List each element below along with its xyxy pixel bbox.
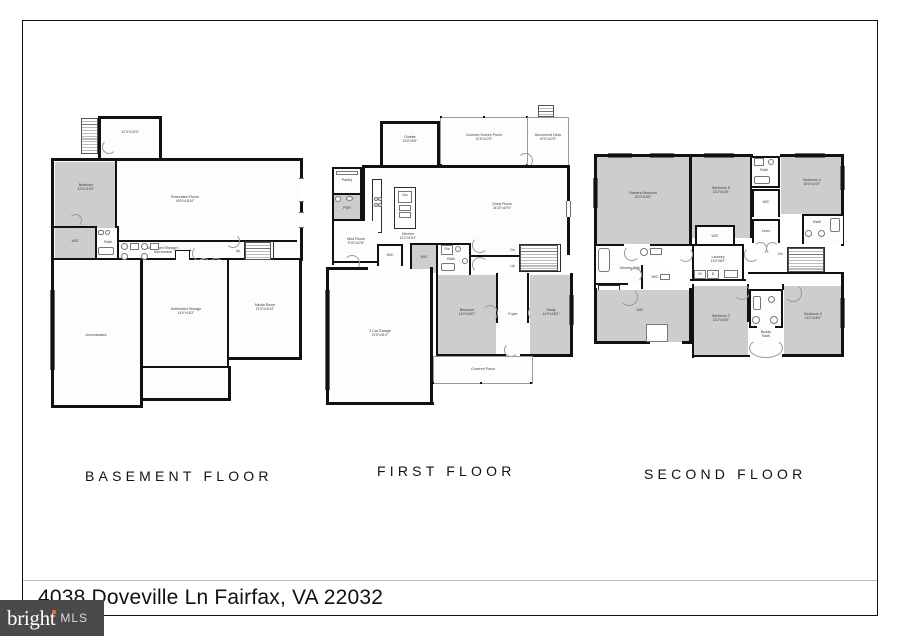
basement-mechanical-label: Unfinished Storage / Mechanical — [146, 246, 180, 255]
second-bedroom3-label: Bedroom 3 13'2"x18'4" — [804, 312, 822, 321]
basement-bath-label: Bath — [104, 240, 112, 244]
second-stairs-dn — [788, 248, 824, 272]
first-pdr-label: PDR — [343, 206, 351, 210]
second-wic-owners — [642, 266, 672, 288]
second-bath-right-label: Bath — [813, 220, 821, 224]
second-wic-bed5-label: WIC — [711, 234, 719, 238]
second-linen — [753, 220, 779, 242]
second-bath-top-label: Bath — [760, 168, 768, 172]
second-washer-label: W — [698, 272, 702, 276]
first-dn-label: Dn — [510, 248, 515, 252]
second-bedroom-4 — [781, 156, 843, 214]
second-owners-bath-label: Owners Bath — [619, 266, 641, 270]
basement-up-label: Up — [235, 249, 241, 253]
second-bedroom5-label: Bedroom 5 13'2"x14'0" — [712, 186, 730, 195]
first-garage-label: 3 Car Garage 21'0"x31'0" — [369, 329, 391, 338]
basement-storage-label: Unfinished Storage 14'0"x18'2" — [170, 307, 202, 316]
basement-floor-plan: 12'0"x10'0" Bedroom 12'6"x15'0" WIC Bath… — [45, 110, 305, 484]
first-mudroom-label: Mud Room 9'10"x12'6" — [347, 237, 365, 246]
first-shower-label: Shr — [444, 247, 450, 251]
first-covered-screen-porch — [441, 118, 527, 166]
first-dinette — [382, 123, 438, 165]
first-pantry-label: Pantry — [341, 178, 353, 182]
first-mud-room — [334, 221, 378, 261]
second-wic-mid — [753, 190, 779, 216]
basement-wic-label: WIC — [71, 239, 79, 243]
second-bedroom2-label: Bedroom 2 13'2"x15'0" — [712, 314, 730, 323]
first-floor-title: FIRST FLOOR — [377, 463, 516, 479]
basement-unexcavated — [51, 260, 141, 408]
second-floor-plan: Owners Bedroom 22'0"x19'6" Bedroom 5 13'… — [590, 148, 848, 482]
brand-suffix: MLS — [60, 611, 89, 625]
second-linen-label: Linen — [761, 229, 771, 233]
second-dn-label: Dn — [778, 252, 783, 256]
brand-name: bright — [7, 605, 57, 630]
second-buddy-bath-label: Buddy Bath — [760, 330, 772, 339]
first-dishwasher-label: Dw — [402, 193, 408, 197]
bright-mls-watermark: bright MLS — [0, 600, 104, 636]
first-wic1-label: WIC — [386, 253, 394, 257]
first-great-room-label: Great Room 34'10"x19'4" — [492, 202, 512, 211]
first-covered-porch-label: Covered Porch — [471, 367, 495, 371]
first-dinette-label: Dinette 13'0"x9'6" — [402, 135, 418, 144]
first-bath-label: Bath — [447, 257, 455, 261]
basement-media-label: Media Room 21'0"x15'10" — [254, 303, 276, 312]
first-foyer — [498, 275, 528, 355]
basement-stairs-up — [245, 242, 271, 260]
first-floor-plan: Dinette 13'0"x9'6" Covered Screen Porch … — [322, 105, 574, 479]
second-wic-mid-label: WIC — [762, 200, 770, 204]
first-uncovered-deck — [528, 118, 568, 166]
first-stairs — [520, 245, 558, 271]
property-address: 4038 Doveville Ln Fairfax, VA 22032 — [38, 586, 384, 609]
first-wic2-label: WIC — [420, 255, 428, 259]
second-wic-large-label: WIC — [636, 308, 644, 312]
first-study-label: Study 14'0"x18'2" — [542, 308, 560, 317]
basement-floor-title: BASEMENT FLOOR — [85, 468, 273, 484]
basement-media-room — [229, 260, 301, 358]
first-wic-1 — [378, 245, 402, 265]
sheet-divider — [23, 580, 877, 581]
brand-accent-dot — [52, 609, 57, 614]
basement-exterior-stairs — [81, 118, 98, 154]
basement-wic — [55, 228, 95, 258]
first-covered-porch — [434, 357, 532, 383]
first-up-label: Up — [510, 264, 515, 268]
second-wic-large — [596, 290, 690, 342]
second-owners-bedroom-label: Owners Bedroom 22'0"x19'6" — [629, 191, 657, 200]
second-laundry-label: Laundry 13'2"x6'9" — [710, 255, 726, 264]
second-dryer-label: D — [711, 272, 715, 276]
first-great-room — [362, 167, 568, 255]
first-study — [530, 275, 572, 355]
second-owners-bedroom — [596, 156, 690, 244]
basement-recreation-room-label: Recreation Room 43'5"x18'10" — [171, 195, 199, 204]
first-kitchen-label: Kitchen 12'2"x19'4" — [399, 232, 417, 241]
sheet-border — [22, 20, 878, 616]
second-wic-bed5 — [696, 226, 734, 246]
basement-unfinished-storage — [143, 260, 229, 368]
first-deck-label: Uncovered Deck 10'0"x12'0" — [534, 133, 562, 142]
second-wic-owners-label: WIC — [651, 275, 659, 279]
basement-unexcavated-label: Unexcavated — [85, 333, 107, 337]
second-bedroom4-label: Bedroom 4 15'0"x14'0" — [803, 178, 821, 187]
first-garage — [328, 269, 432, 403]
second-bedroom-5 — [692, 156, 750, 238]
second-floor-title: SECOND FLOOR — [644, 466, 807, 482]
first-porch-label: Covered Screen Porch 21'6"x12'0" — [465, 133, 503, 142]
basement-bedroom-label: Bedroom 12'6"x15'0" — [77, 183, 95, 192]
first-bedroom-label: Bedroom 14'0"x16'2" — [458, 308, 476, 317]
basement-stairroom-dim: 12'0"x10'0" — [121, 130, 139, 134]
first-foyer-label: Foyer — [508, 312, 518, 316]
